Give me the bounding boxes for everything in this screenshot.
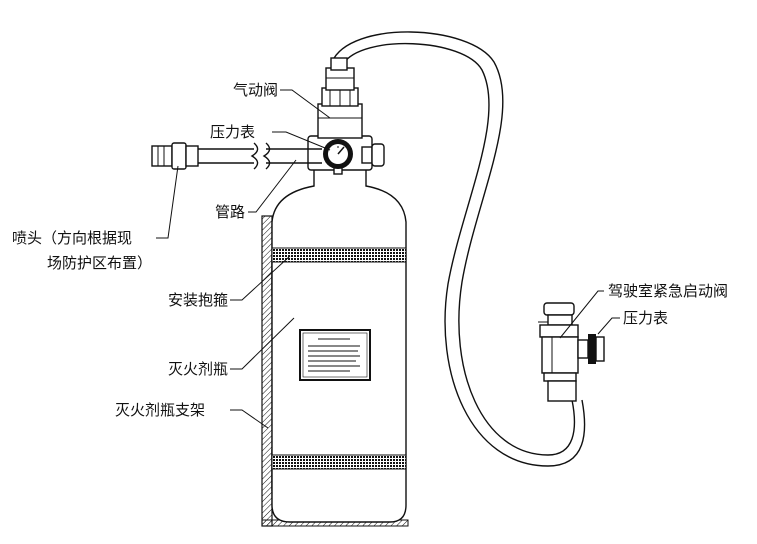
label-pipe: 管路 [215,203,245,221]
labels: 气动阀 压力表 管路 喷头（方向根据现 场防护区布置） 安装抱箍 灭火剂瓶 灭火… [12,81,728,419]
actuation-hose [331,31,586,467]
pressure-gauge [323,139,353,175]
nozzle [151,142,199,170]
label-nozzle-line2: 场防护区布置） [47,254,152,272]
label-extinguisher-bottle: 灭火剂瓶 [168,360,228,378]
leader-lines [156,89,620,429]
label-bottle-bracket: 灭火剂瓶支架 [115,401,205,419]
label-mounting-clamp: 安装抱箍 [168,291,228,309]
bottle-nameplate [299,329,371,381]
label-cab-emergency-valve: 驾驶室紧急启动阀 [608,282,728,300]
valve-assembly [307,57,385,171]
cab-emergency-valve [538,302,589,402]
label-pneumatic-valve: 气动阀 [233,81,278,99]
discharge-pipe [198,142,322,170]
label-pressure-gauge: 压力表 [210,123,255,141]
label-nozzle-line1: 喷头（方向根据现 [12,229,132,247]
label-cab-pressure-gauge: 压力表 [623,309,668,327]
mounting-clamp-band [271,454,407,470]
extinguisher-bottle [271,167,407,523]
cab-pressure-gauge [588,334,605,364]
mounting-clamp-band [271,247,407,263]
